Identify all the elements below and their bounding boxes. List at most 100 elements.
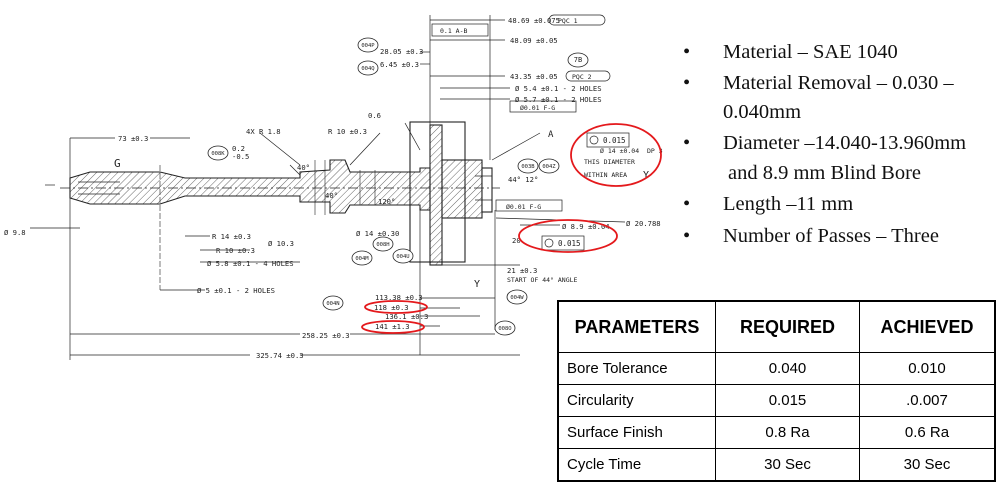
cell-achieved: .0.007 xyxy=(859,384,996,417)
balloon-004n: 004N xyxy=(326,301,339,307)
dim-258-25: 258.25 ±0.3 xyxy=(302,331,350,340)
highlight-annotations xyxy=(361,123,662,334)
cell-required: 0.040 xyxy=(715,352,860,385)
dim-dia-14: Ø 14 ±0.04 xyxy=(600,147,639,155)
pqc2-label: PQC 2 xyxy=(572,73,592,81)
balloon-004q: 004Q xyxy=(361,66,374,72)
dim-10-3: Ø 10.3 xyxy=(268,239,294,248)
balloon-004w: 004W xyxy=(510,295,524,301)
feature-control-frames xyxy=(431,14,630,251)
dim-43-35: 43.35 ±0.05 xyxy=(510,72,558,81)
cell-achieved: 0.6 Ra xyxy=(859,416,996,449)
spec-passes: •Number of Passes – Three xyxy=(680,222,998,250)
cell-param: Surface Finish xyxy=(557,416,716,449)
datum-a-label: A xyxy=(548,130,554,140)
fcf-position-1: Ø0.01 F-G xyxy=(520,104,555,112)
cell-required: 0.8 Ra xyxy=(715,416,860,449)
bullet-dot: • xyxy=(683,72,691,95)
dim-5-holes: Ø 5 ±0.1 - 2 HOLES xyxy=(197,286,275,295)
dim-28-05: 28.05 ±0.3 xyxy=(380,47,423,56)
shaft-part xyxy=(60,121,500,290)
dim-9-8: Ø 9.8 xyxy=(4,228,26,237)
balloon-008h: 008H xyxy=(376,242,389,248)
bullet-dot: • xyxy=(683,224,691,247)
spec-bore: and 8.9 mm Blind Bore xyxy=(728,162,922,185)
circularity-bottom: 0.015 xyxy=(558,239,581,248)
dim-0-6: 0.6 xyxy=(368,111,381,120)
cell-achieved: 0.010 xyxy=(859,352,996,385)
table-row: Bore Tolerance 0.040 0.010 xyxy=(557,352,996,385)
dim-0-2: 0.2 xyxy=(232,144,245,153)
spec-material: •Material – SAE 1040 xyxy=(680,38,998,66)
header-required: REQUIRED xyxy=(715,300,860,353)
bullet-dot: • xyxy=(683,193,691,216)
table-row: Circularity 0.015 .0.007 xyxy=(557,384,996,417)
dim-325-74: 325.74 ±0.3 xyxy=(256,351,304,360)
cell-achieved: 30 Sec xyxy=(859,448,996,482)
note-this-diameter: THIS DIAMETER xyxy=(584,158,635,166)
pqc1-label: PQC 1 xyxy=(558,17,578,25)
balloon-004p: 004P xyxy=(361,43,375,49)
dim-48-09: 48.09 ±0.05 xyxy=(510,36,558,45)
dim-40-deg-b: 40° xyxy=(325,191,338,200)
engineering-drawing: 004P 004Q 7B 008K 003B 004Z 008H 004U 00… xyxy=(4,14,663,360)
table-header-row: PARAMETERS REQUIRED ACHIEVED xyxy=(557,300,996,353)
dim-141: 141 ±1.3 xyxy=(375,322,410,331)
cell-param: Bore Tolerance xyxy=(557,352,716,385)
dim-r14: R 14 ±0.3 xyxy=(212,232,251,241)
dim-20: 20 xyxy=(512,236,521,245)
note-within-area: WITHIN AREA xyxy=(584,171,627,179)
cell-param: Circularity xyxy=(557,384,716,417)
balloon-004z: 004Z xyxy=(542,164,556,170)
cell-param: Cycle Time xyxy=(557,448,716,482)
header-achieved: ACHIEVED xyxy=(859,300,996,353)
note-y: Y xyxy=(643,170,649,181)
dp3-label: DP 3 xyxy=(647,147,663,155)
balloon-004u: 004U xyxy=(396,254,409,260)
table-row: Surface Finish 0.8 Ra 0.6 Ra xyxy=(557,416,996,449)
dim-44-12-deg: 44° 12° xyxy=(508,175,538,184)
bullet-dot: • xyxy=(683,131,691,154)
cell-required: 0.015 xyxy=(715,384,860,417)
dim-113-38: 113.38 ±0.3 xyxy=(375,293,423,302)
dim-r10-top: R 10 ±0.3 xyxy=(328,127,367,136)
dim-6-45: 6.45 ±0.3 xyxy=(380,60,419,69)
spec-length: •Length –11 mm xyxy=(680,190,998,218)
dim-5-4-holes: Ø 5.4 ±0.1 - 2 HOLES xyxy=(515,84,602,93)
balloon-003b: 003B xyxy=(521,164,535,170)
dim-8-9: Ø 8.9 ±0.04 xyxy=(562,222,610,231)
dim-4x-r1-8: 4X R 1.8 xyxy=(246,127,281,136)
reference-balloons xyxy=(207,37,589,336)
dimension-lines xyxy=(30,15,626,360)
dim-21: 21 ±0.3 xyxy=(507,266,537,275)
dim-r10-bottom: R 10 ±0.3 xyxy=(216,246,255,255)
dim-0-5: -0.5 xyxy=(232,152,249,161)
header-parameters: PARAMETERS xyxy=(557,300,716,353)
dim-20-788: Ø 20.788 xyxy=(626,219,661,228)
bullet-dot: • xyxy=(683,41,691,63)
dim-48-69: 48.69 ±0.075 xyxy=(508,16,560,25)
dim-73: 73 ±0.3 xyxy=(118,134,148,143)
dim-5-7-holes: Ø 5.7 ±0.1 - 2 HOLES xyxy=(515,95,602,104)
dim-118: 118 ±0.3 xyxy=(374,303,409,312)
balloon-008o: 008O xyxy=(498,326,511,332)
balloon-7b: 7B xyxy=(574,56,582,64)
balloon-008k: 008K xyxy=(211,151,225,157)
table-row: Cycle Time 30 Sec 30 Sec xyxy=(557,448,996,482)
spec-material-removal: •Material Removal – 0.030 –0.040mm xyxy=(680,69,998,126)
balloon-004m: 004M xyxy=(355,256,369,262)
dim-14-30: Ø 14 ±0.30 xyxy=(356,229,399,238)
specification-list: •Material – SAE 1040 •Material Removal –… xyxy=(680,38,998,253)
fcf-top: 0.1 A-B xyxy=(440,27,467,35)
datum-g-label: G xyxy=(114,157,121,170)
fcf-position-2: Ø0.01 F-G xyxy=(506,203,541,211)
dim-120-deg: 120° xyxy=(378,197,395,206)
parameters-table: PARAMETERS REQUIRED ACHIEVED Bore Tolera… xyxy=(557,300,996,482)
circularity-top: 0.015 xyxy=(603,136,626,145)
dim-5-8-holes: Ø 5.8 ±0.1 - 4 HOLES xyxy=(207,259,294,268)
note-start-44: START OF 44° ANGLE xyxy=(507,276,578,284)
cell-required: 30 Sec xyxy=(715,448,860,482)
dim-136-1: 136.1 ±0.3 xyxy=(385,312,428,321)
dim-40-deg-a: 40° xyxy=(297,163,310,172)
spec-diameter: •Diameter –14.040-13.960mm xyxy=(680,129,998,157)
